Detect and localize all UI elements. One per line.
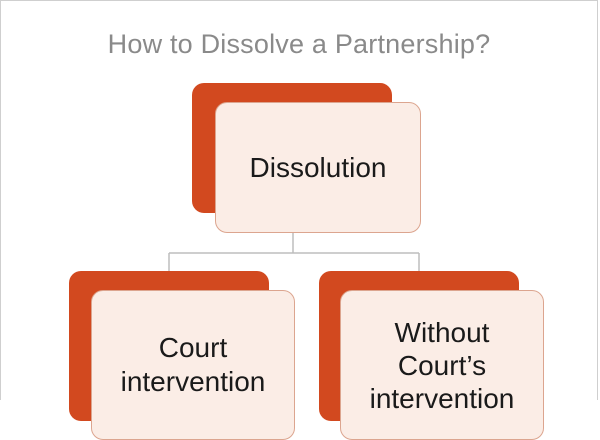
diagram-title: How to Dissolve a Partnership? (107, 29, 491, 59)
dissolution-node: Dissolution (215, 102, 421, 233)
without-court-intervention-node: Without Court’s intervention (340, 290, 544, 440)
court-intervention-node-label: Court intervention (120, 332, 266, 397)
court-intervention-node: Court intervention (91, 290, 295, 440)
dissolution-node-label: Dissolution (249, 151, 387, 183)
connector-lines (168, 233, 420, 271)
